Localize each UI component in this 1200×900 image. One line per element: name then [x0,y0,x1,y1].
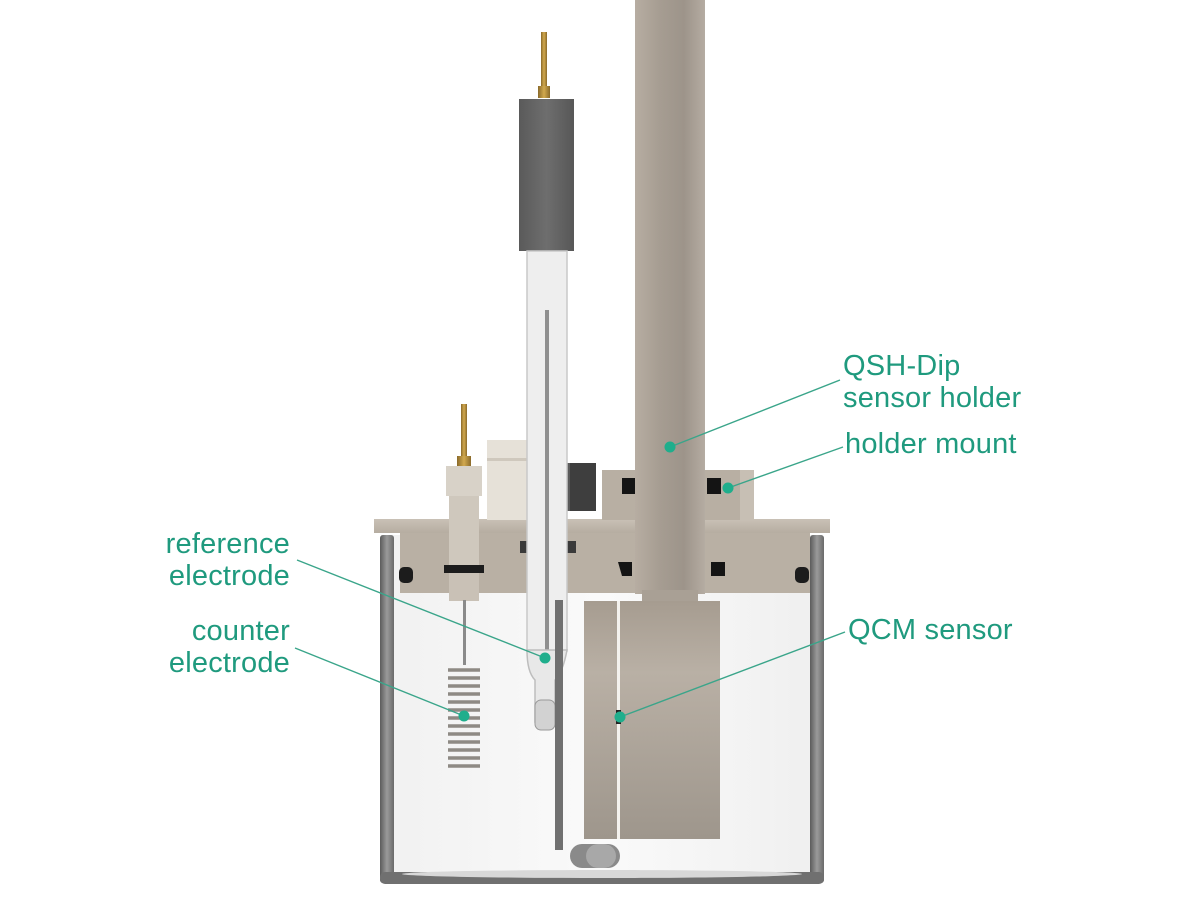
label-qsh-dip-sensor-holder: QSH-Dip sensor holder [843,350,1021,414]
label-line: electrode [168,560,290,592]
label-holder-mount: holder mount [845,428,1017,460]
stir-bar [570,844,620,868]
dot-reference-electrode [539,652,551,664]
label-line: reference [165,528,290,560]
beaker-wall-left [380,535,394,883]
label-counter-electrode: counter electrode [140,615,290,679]
label-line: electrode [168,647,290,679]
label-line: sensor holder [843,382,1022,414]
dot-holder-mount [722,482,734,494]
leader-lines [294,379,846,718]
label-line: holder mount [845,428,1017,460]
callout-dots [458,441,734,723]
label-line: counter [191,615,290,647]
dot-qcm-sensor [614,711,626,723]
label-qcm-sensor: QCM sensor [848,614,1013,646]
qcm-sensor-block [584,601,720,839]
label-line: QSH-Dip [843,350,961,382]
leader-qsh-dip [669,379,841,448]
dot-counter-electrode [458,710,470,722]
o-ring-left [399,567,413,583]
leader-counter-electrode [294,647,465,717]
beaker-wall-right [810,535,824,883]
qsh-dip-tube [635,0,705,604]
label-reference-electrode: reference electrode [140,528,290,592]
cell-lid [374,519,830,593]
reference-electrode [519,32,574,850]
label-line: QCM sensor [848,614,1013,646]
dot-qsh-dip [664,441,676,453]
counter-electrode [444,404,484,768]
leader-qcm-sensor [619,631,846,718]
leader-reference-electrode [296,559,546,659]
leader-holder-mount [727,446,844,489]
o-ring-right [795,567,809,583]
